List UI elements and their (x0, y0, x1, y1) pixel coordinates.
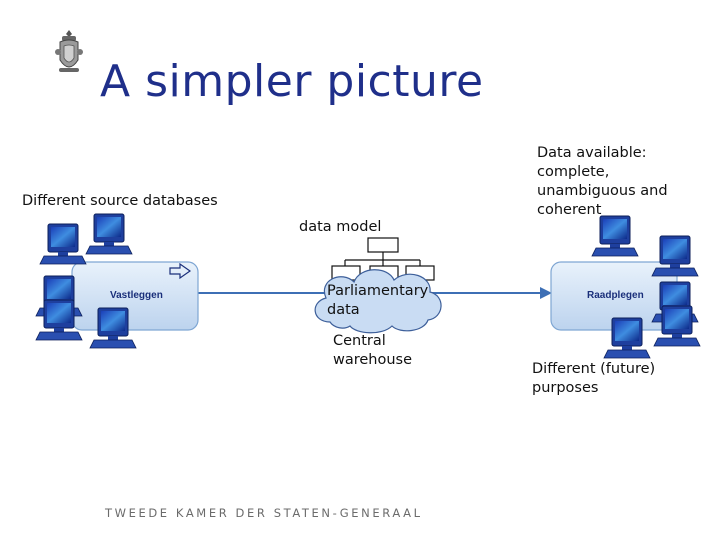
page-title: A simpler picture (100, 56, 484, 107)
computer-monitor-icon (39, 223, 87, 265)
raadplegen-label: Raadplegen (587, 290, 644, 301)
source-databases-label: Different source databases (22, 193, 218, 209)
data-available-label: Data available: complete, unambiguous an… (537, 145, 668, 218)
purposes-label: Different (future) purposes (532, 361, 656, 396)
coat-of-arms-logo (54, 28, 84, 78)
computer-monitor-icon (651, 235, 699, 277)
vastleggen-label: Vastleggen (110, 290, 163, 301)
computer-monitor-icon (85, 213, 133, 255)
flow-arrowhead (540, 287, 552, 299)
data-model-label: data model (299, 219, 382, 235)
computer-monitor-icon (591, 215, 639, 257)
parliamentary-data-label: Parliamentary data (327, 283, 429, 318)
footer-organization: TWEEDE KAMER DER STATEN-GENERAAL (105, 506, 423, 520)
coat-of-arms-icon (55, 30, 83, 72)
cloud-icon (314, 269, 442, 334)
left-box-arrow-icon (169, 262, 192, 280)
central-warehouse-label: Central warehouse (333, 333, 413, 368)
